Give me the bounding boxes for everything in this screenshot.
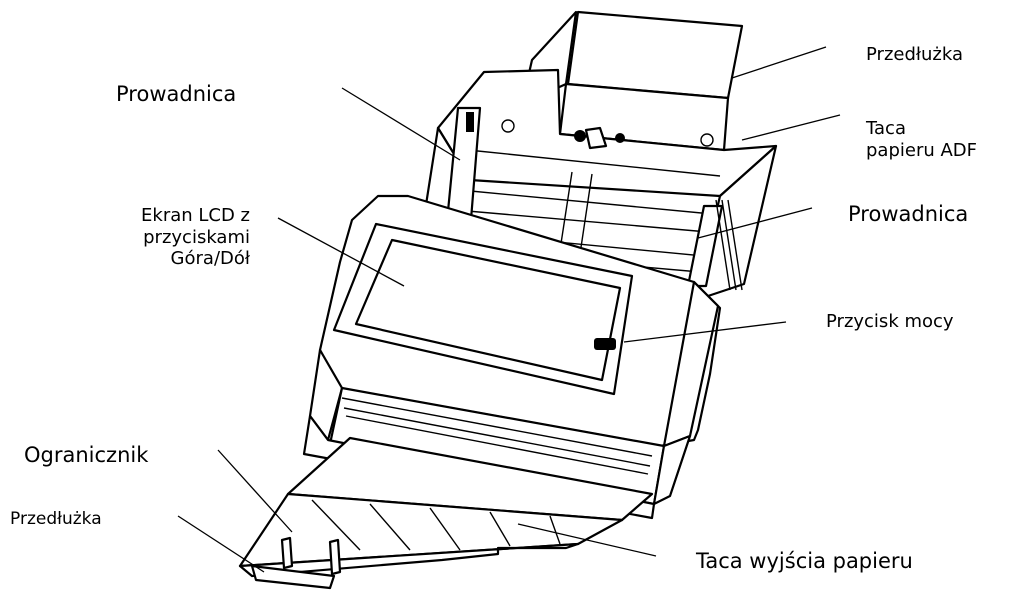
label-adf-tray: Taca papieru ADF [866,118,977,161]
label-adf-tray-line1: Taca [866,118,906,139]
adf-tray-part [416,68,778,302]
scanner-body-part [302,194,722,520]
label-lcd-line2: przyciskami [143,226,250,248]
label-stopper: Ogranicznik [24,443,149,467]
label-lcd-line1: Ekran LCD z [141,205,250,226]
label-adf-tray-line2: papieru ADF [866,139,978,161]
label-output-tray: Taca wyjścia papieru [696,549,913,573]
leader-lines [177,46,841,573]
label-extension-top: Przedłużka [866,44,963,65]
label-lcd: Ekran LCD z przyciskami Góra/Dół [92,205,250,270]
label-guide-left: Prowadnica [116,82,237,106]
label-power-button: Przycisk mocy [826,311,954,332]
output-tray-part [238,436,654,590]
label-lcd-line3: Góra/Dół [170,248,250,270]
label-guide-right: Prowadnica [848,202,969,226]
label-extension-bottom: Przedłużka [10,509,102,529]
